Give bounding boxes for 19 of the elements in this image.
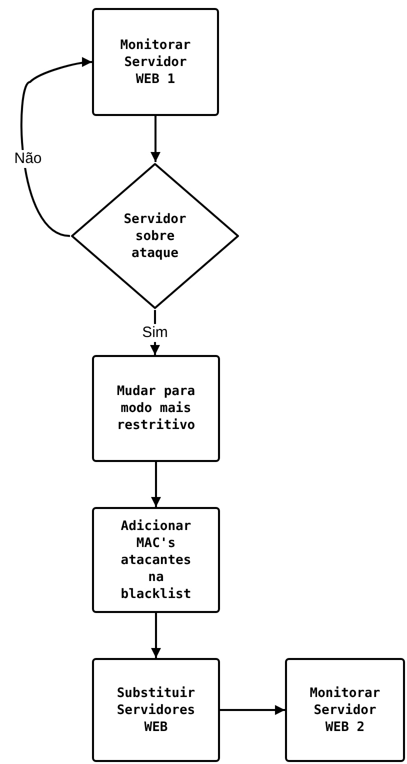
arrow: [151, 462, 161, 507]
arrow: [150, 116, 160, 162]
node-text: Substituir Servidores WEB: [116, 684, 196, 736]
edge-label: Não: [12, 150, 44, 168]
node-text: Monitorar Servidor WEB 2: [308, 684, 382, 736]
process-box: [285, 658, 405, 762]
edge-label: Sim: [140, 324, 170, 342]
process-box: [92, 355, 220, 462]
arrow: [20, 58, 92, 237]
node-text: Monitorar Servidor WEB 1: [119, 36, 192, 88]
arrow: [220, 705, 285, 715]
process-box: [92, 658, 220, 762]
node-text: Servidor sobre ataque: [122, 210, 188, 262]
decision-diamond: [70, 162, 240, 310]
process-box: [92, 8, 219, 116]
node-text: Adicionar MAC's atacantes na blacklist: [120, 518, 192, 602]
process-box: [92, 507, 220, 613]
arrow: [151, 613, 161, 658]
node-text: Mudar para modo mais restritivo: [116, 383, 196, 434]
